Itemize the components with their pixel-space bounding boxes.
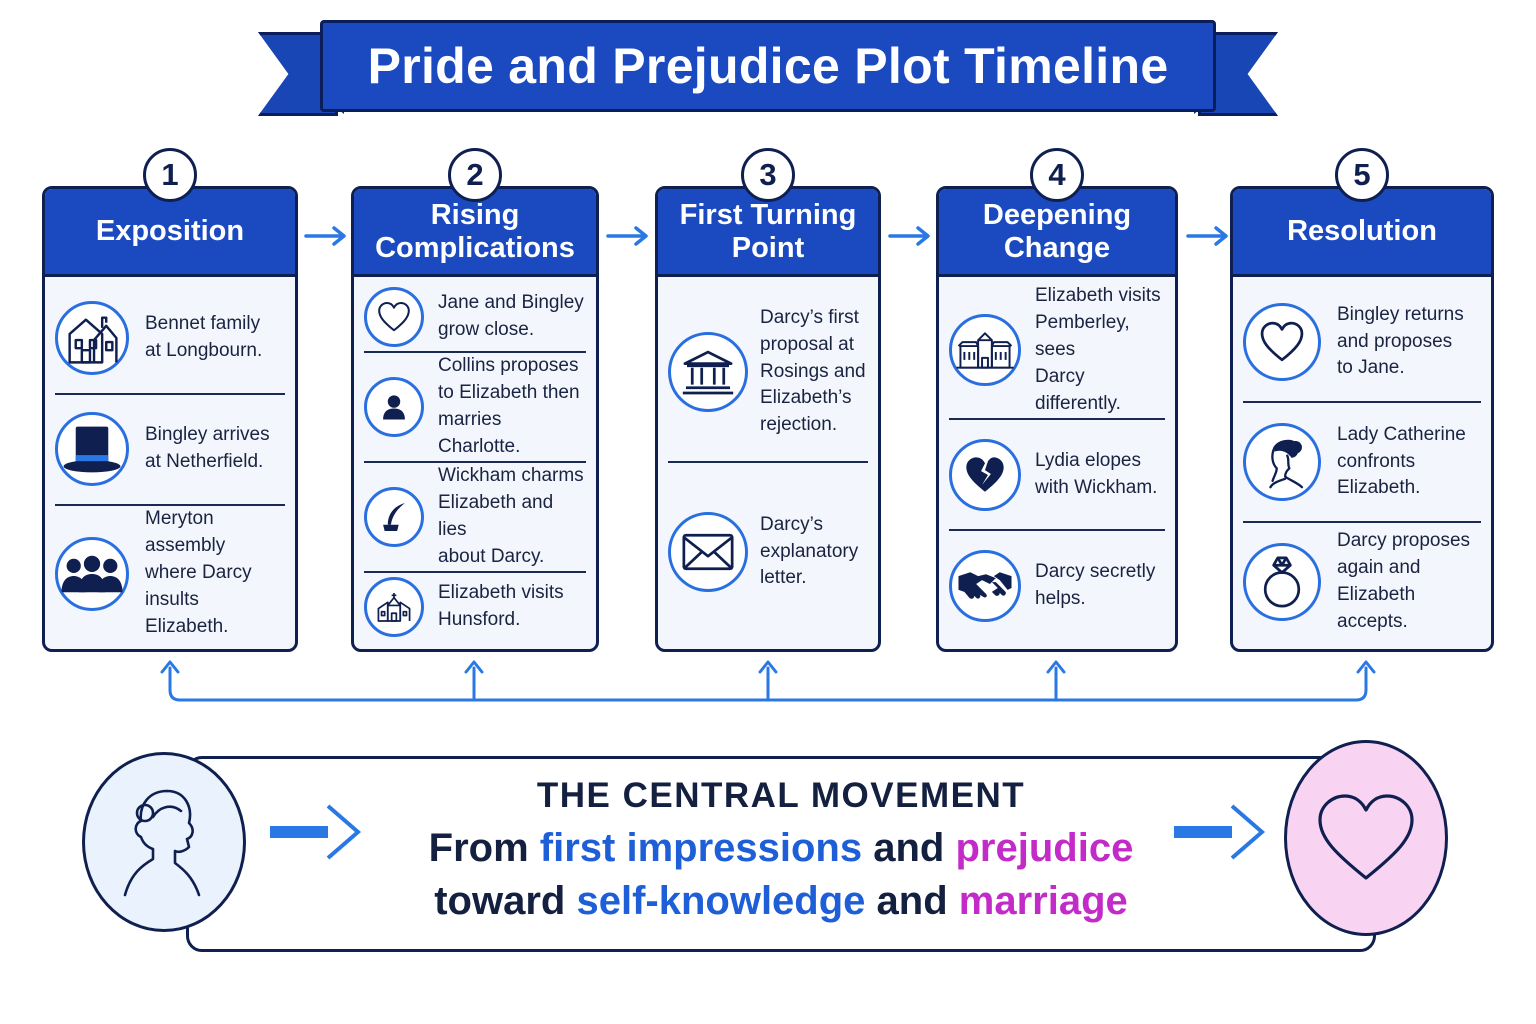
stage-number-badge: 4 xyxy=(1030,148,1084,202)
phrase-and-2: and xyxy=(876,879,948,923)
step-arrow-icon xyxy=(304,226,346,246)
arrow-right-left-icon xyxy=(270,804,362,860)
columned-building-icon xyxy=(668,332,748,412)
heart-icon xyxy=(1318,794,1414,880)
event-text: Jane and Bingley grow close. xyxy=(438,292,584,341)
stage-events: Darcy’s first proposal at Rosings and El… xyxy=(658,277,878,649)
stage-title: Exposition xyxy=(45,189,295,277)
woman-silhouette-icon xyxy=(123,789,201,897)
connector-arrowhead-3 xyxy=(758,660,778,674)
event-item: Lydia elopes with Wickham. xyxy=(949,420,1165,532)
phrase-prejudice: prejudice xyxy=(955,826,1134,870)
page-title: Pride and Prejudice Plot Timeline xyxy=(367,38,1169,94)
woman-profile-icon xyxy=(1243,423,1321,501)
event-item: Darcy’s explanatory letter. xyxy=(668,463,868,641)
connector-arrowhead-4 xyxy=(1046,660,1066,674)
arrow-right-right-icon xyxy=(1174,804,1266,860)
step-arrow-icon xyxy=(606,226,648,246)
event-item: Wickham charms Elizabeth and lies about … xyxy=(364,463,586,573)
event-text: Bingley arrives at Netherfield. xyxy=(145,424,270,473)
central-movement-panel xyxy=(186,756,1376,952)
connector-arrowhead-5 xyxy=(1356,660,1376,674)
event-text: Lydia elopes with Wickham. xyxy=(1035,449,1158,498)
event-item: Collins proposes to Elizabeth then marri… xyxy=(364,353,586,463)
phrase-toward: toward xyxy=(434,879,566,923)
event-item: Elizabeth visits Pemberley, sees Darcy d… xyxy=(949,283,1165,420)
heart-icon xyxy=(1243,303,1321,381)
event-item: Meryton assembly where Darcy insults Eli… xyxy=(55,506,285,641)
central-movement-line-2: toward self-knowledge and marriage xyxy=(186,879,1376,924)
heart-icon xyxy=(364,287,424,348)
phrase-from: From xyxy=(428,826,529,870)
stage-events: Elizabeth visits Pemberley, sees Darcy d… xyxy=(939,277,1175,649)
event-item: Darcy’s first proposal at Rosings and El… xyxy=(668,283,868,463)
stage-number-badge: 3 xyxy=(741,148,795,202)
central-movement-heading: THE CENTRAL MOVEMENT xyxy=(536,776,1026,815)
step-arrow-icon xyxy=(888,226,930,246)
event-text: Collins proposes to Elizabeth then marri… xyxy=(438,355,580,458)
phrase-self-knowledge: self-knowledge xyxy=(576,879,866,923)
stage-title: First Turning Point xyxy=(658,189,878,277)
event-item: Lady Catherine confronts Elizabeth. xyxy=(1243,403,1481,523)
event-item: Elizabeth visits Hunsford. xyxy=(364,573,586,641)
stage-events: Bingley returns and proposes to Jane. Lad… xyxy=(1233,277,1491,649)
event-item: Bennet family at Longbourn. xyxy=(55,283,285,395)
phrase-marriage: marriage xyxy=(958,879,1128,923)
stage-title: Rising Complications xyxy=(354,189,596,277)
central-movement-line-1: From first impressions and prejudice xyxy=(186,826,1376,871)
step-arrow-icon xyxy=(1186,226,1228,246)
event-text: Darcy proposes again and Elizabeth accep… xyxy=(1337,530,1471,632)
event-text: Darcy’s first proposal at Rosings and El… xyxy=(760,306,866,436)
stage-number-badge: 5 xyxy=(1335,148,1389,202)
event-item: Bingley arrives at Netherfield. xyxy=(55,395,285,507)
quill-icon xyxy=(364,486,424,547)
event-item: Darcy proposes again and Elizabeth accep… xyxy=(1243,523,1481,641)
event-text: Meryton assembly where Darcy insults Eli… xyxy=(145,508,252,638)
event-text: Lady Catherine confronts Elizabeth. xyxy=(1337,423,1466,499)
event-item: Darcy secretly helps. xyxy=(949,531,1165,641)
church-icon xyxy=(364,576,424,637)
stage-title: Deepening Change xyxy=(939,189,1175,277)
person-icon xyxy=(364,377,424,438)
phrase-and-1: and xyxy=(873,826,945,870)
event-item: Jane and Bingley grow close. xyxy=(364,283,586,354)
connector-arrowhead-2 xyxy=(464,660,484,674)
top-hat-icon xyxy=(55,412,129,487)
event-text: Elizabeth visits Pemberley, sees Darcy d… xyxy=(1035,285,1161,414)
event-text: Bingley returns and proposes to Jane. xyxy=(1337,303,1464,379)
house-icon xyxy=(55,300,129,375)
heart-circle xyxy=(1284,740,1448,936)
phrase-first-impressions: first impressions xyxy=(539,826,863,870)
ring-icon xyxy=(1243,543,1321,621)
stage-title: Resolution xyxy=(1233,189,1491,277)
event-text: Bennet family at Longbourn. xyxy=(145,312,263,361)
handshake-icon xyxy=(949,550,1021,623)
people-group-icon xyxy=(55,536,129,611)
event-text: Wickham charms Elizabeth and lies about … xyxy=(438,465,584,567)
woman-silhouette-circle xyxy=(82,752,246,932)
mansion-icon xyxy=(949,314,1021,387)
event-item: Bingley returns and proposes to Jane. xyxy=(1243,283,1481,403)
envelope-icon xyxy=(668,512,748,592)
stage-events: Bennet family at Longbourn. Bingley arriv… xyxy=(45,277,295,649)
event-text: Elizabeth visits Hunsford. xyxy=(438,581,564,630)
title-banner: Pride and Prejudice Plot Timeline xyxy=(320,20,1216,112)
event-text: Darcy’s explanatory letter. xyxy=(760,513,859,589)
broken-heart-icon xyxy=(949,438,1021,511)
stage-number-badge: 2 xyxy=(448,148,502,202)
connector-arrowhead-1 xyxy=(160,660,180,674)
stage-number-badge: 1 xyxy=(143,148,197,202)
stage-events: Jane and Bingley grow close. Collins prop… xyxy=(354,277,596,649)
event-text: Darcy secretly helps. xyxy=(1035,561,1156,610)
